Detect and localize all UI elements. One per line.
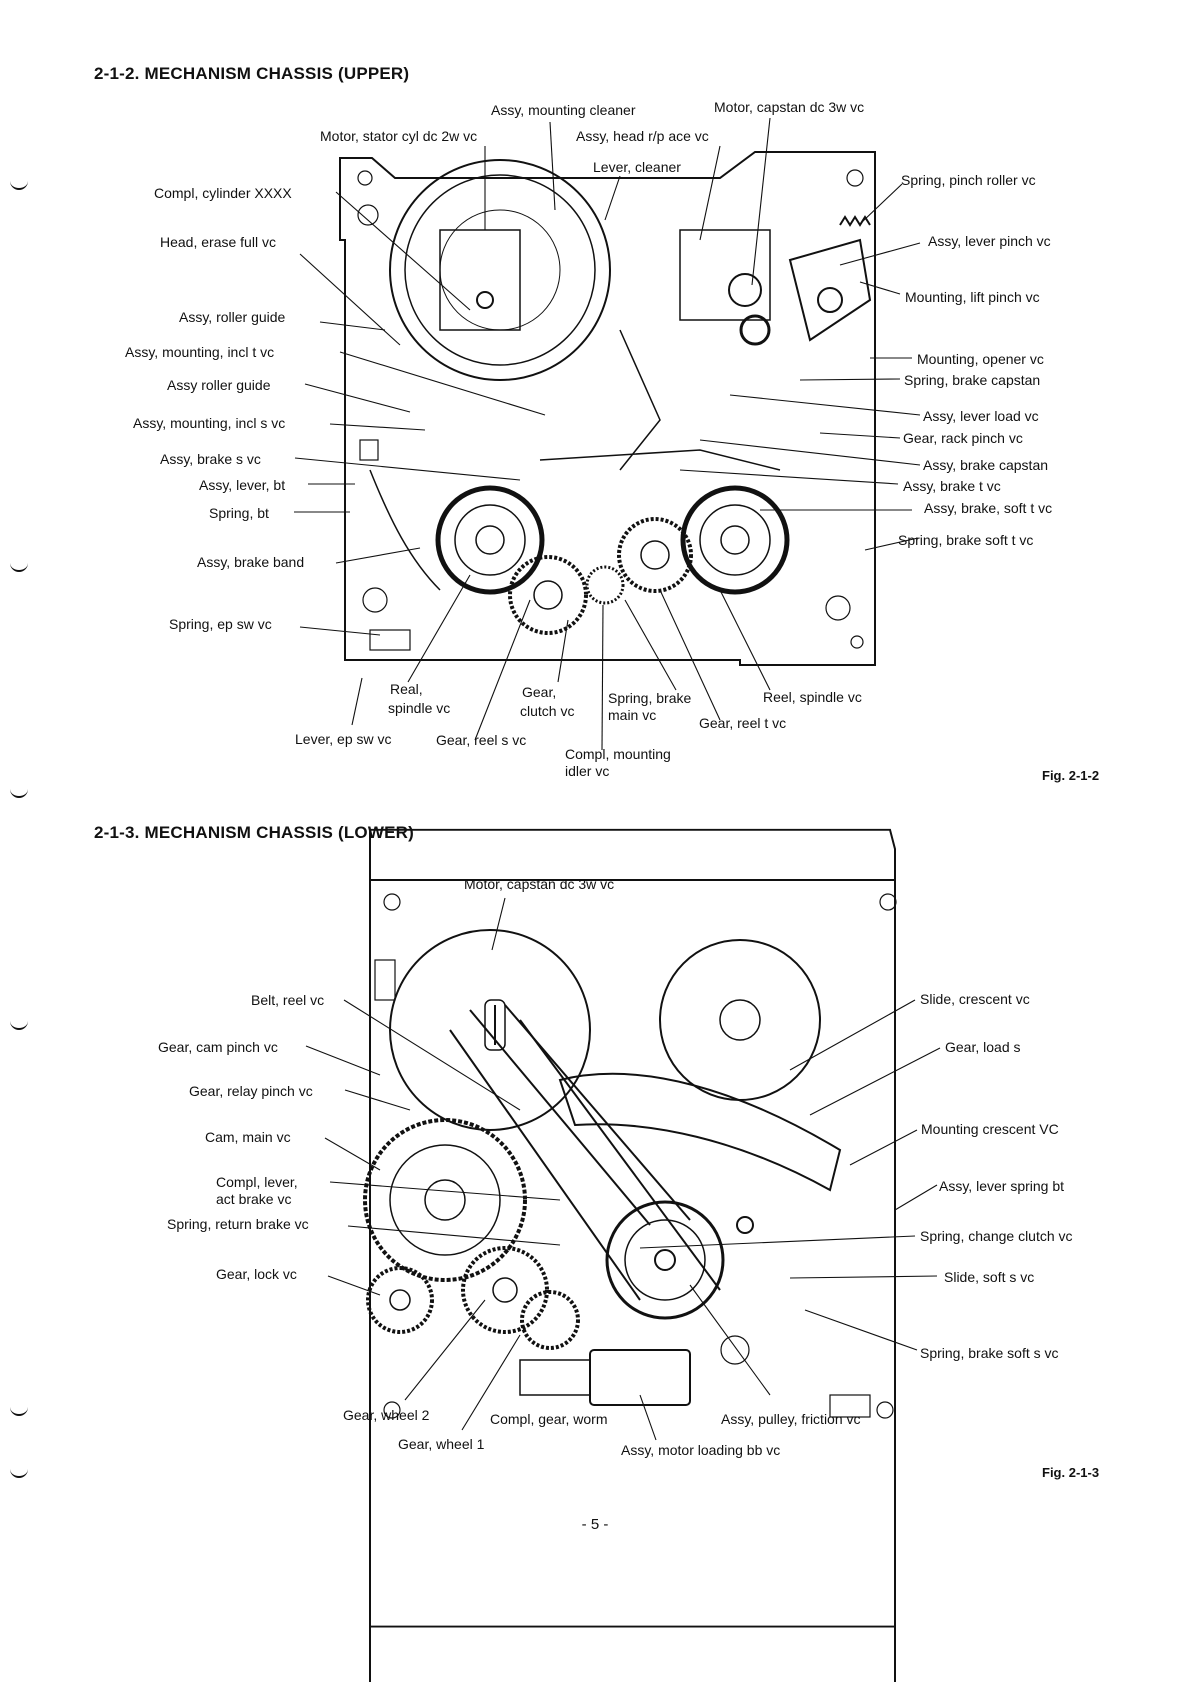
label-slide-soft-s: Slide, soft s vc — [944, 1269, 1034, 1285]
label-gear-load-s: Gear, load s — [945, 1039, 1021, 1055]
label-mounting-incl-t: Assy, mounting, incl t vc — [125, 344, 274, 360]
label-main-vc: main vc — [608, 707, 656, 723]
label-pulley-friction: Assy, pulley, friction vc — [721, 1411, 861, 1427]
label-motor-loading: Assy, motor loading bb vc — [621, 1442, 780, 1458]
label-act-brake: act brake vc — [216, 1191, 291, 1207]
label-brake-soft-t: Assy, brake, soft t vc — [924, 500, 1052, 516]
label-motor-stator: Motor, stator cyl dc 2w vc — [320, 128, 477, 144]
label-compl-lever: Compl, lever, — [216, 1174, 298, 1190]
label-idler: idler vc — [565, 763, 609, 779]
label-lever-bt: Assy, lever, bt — [199, 477, 285, 493]
binding-mark — [10, 1404, 28, 1416]
label-gear-wheel-2: Gear, wheel 2 — [343, 1407, 430, 1423]
lower-leader-lines — [305, 897, 941, 1441]
label-mounting-cleaner: Assy, mounting cleaner — [491, 102, 636, 118]
label-gear-reel-t: Gear, reel t vc — [699, 715, 786, 731]
label-reel-spindle: Reel, spindle vc — [763, 689, 862, 705]
label-clutch: clutch vc — [520, 703, 574, 719]
label-lever-spring-bt: Assy, lever spring bt — [939, 1178, 1064, 1194]
binding-mark — [10, 1466, 28, 1478]
label-cam-main: Cam, main vc — [205, 1129, 291, 1145]
label-brake-capstan: Assy, brake capstan — [923, 457, 1048, 473]
page-number: - 5 - — [581, 1516, 609, 1533]
label-spring-brake-soft-s: Spring, brake soft s vc — [920, 1345, 1059, 1361]
label-roller-guide-2: Assy roller guide — [167, 377, 271, 393]
lower-chassis-drawing — [363, 828, 897, 1682]
lower-fig-caption: Fig. 2-1-3 — [1042, 1465, 1100, 1480]
binding-mark — [10, 786, 28, 798]
label-spring-bt: Spring, bt — [209, 505, 269, 521]
label-brake-capstan-spring: Spring, brake capstan — [904, 372, 1040, 388]
upper-chassis-drawing — [339, 151, 876, 666]
lower-labels: Motor, capstan dc 3w vc Belt, reel vc Sl… — [158, 876, 1073, 1458]
lower-section-heading: 2-1-3. MECHANISM CHASSIS (LOWER) — [94, 823, 414, 842]
label-head-erase: Head, erase full vc — [160, 234, 276, 250]
label-belt-reel: Belt, reel vc — [251, 992, 324, 1008]
label-spring-change-clutch: Spring, change clutch vc — [920, 1228, 1073, 1244]
upper-fig-caption: Fig. 2-1-2 — [1042, 768, 1100, 783]
label-gear-lock: Gear, lock vc — [216, 1266, 297, 1282]
upper-reel-t — [680, 485, 790, 595]
label-roller-guide-1: Assy, roller guide — [179, 309, 286, 325]
label-spring-brake: Spring, brake — [608, 690, 691, 706]
binding-mark — [10, 1018, 28, 1030]
label-lower-motor-capstan: Motor, capstan dc 3w vc — [464, 876, 614, 892]
label-compl-cylinder: Compl, cylinder XXXX — [154, 185, 292, 201]
binding-mark — [10, 178, 28, 190]
label-compl-gear-worm: Compl, gear, worm — [490, 1411, 607, 1427]
binding-mark — [10, 560, 28, 572]
label-brake-band: Assy, brake band — [197, 554, 304, 570]
label-mounting-crescent: Mounting crescent VC — [921, 1121, 1059, 1137]
label-gear-reel-s: Gear, reel s vc — [436, 732, 526, 748]
label-opener: Mounting, opener vc — [917, 351, 1044, 367]
label-spring-ep-sw: Spring, ep sw vc — [169, 616, 272, 632]
label-spring-pinch: Spring, pinch roller vc — [901, 172, 1036, 188]
label-brake-t: Assy, brake t vc — [903, 478, 1001, 494]
label-spindle: spindle vc — [388, 700, 450, 716]
label-gear-cam-pinch: Gear, cam pinch vc — [158, 1039, 278, 1055]
label-gear-relay-pinch: Gear, relay pinch vc — [189, 1083, 313, 1099]
label-rack-pinch: Gear, rack pinch vc — [903, 430, 1023, 446]
label-spring-return-brake: Spring, return brake vc — [167, 1216, 309, 1232]
upper-labels: Assy, mounting cleaner Motor, capstan dc… — [125, 99, 1052, 779]
label-gear-wheel-1: Gear, wheel 1 — [398, 1436, 485, 1452]
label-slide-crescent: Slide, crescent vc — [920, 991, 1030, 1007]
upper-reel-s — [435, 485, 545, 595]
label-motor-capstan: Motor, capstan dc 3w vc — [714, 99, 864, 115]
label-spring-brake-soft-t: Spring, brake soft t vc — [898, 532, 1033, 548]
label-lift-pinch: Mounting, lift pinch vc — [905, 289, 1040, 305]
label-mounting-incl-s: Assy, mounting, incl s vc — [133, 415, 285, 431]
label-head-rp: Assy, head r/p ace vc — [576, 128, 709, 144]
label-compl-mounting: Compl, mounting — [565, 746, 671, 762]
label-lever-pinch: Assy, lever pinch vc — [928, 233, 1051, 249]
label-lever-load: Assy, lever load vc — [923, 408, 1039, 424]
label-brake-s: Assy, brake s vc — [160, 451, 261, 467]
label-lever-cleaner: Lever, cleaner — [593, 159, 681, 175]
label-gear: Gear, — [522, 684, 556, 700]
upper-section-heading: 2-1-2. MECHANISM CHASSIS (UPPER) — [94, 64, 410, 83]
label-real: Real, — [390, 681, 423, 697]
upper-leader-lines — [294, 117, 921, 751]
label-lever-ep-sw: Lever, ep sw vc — [295, 731, 392, 747]
